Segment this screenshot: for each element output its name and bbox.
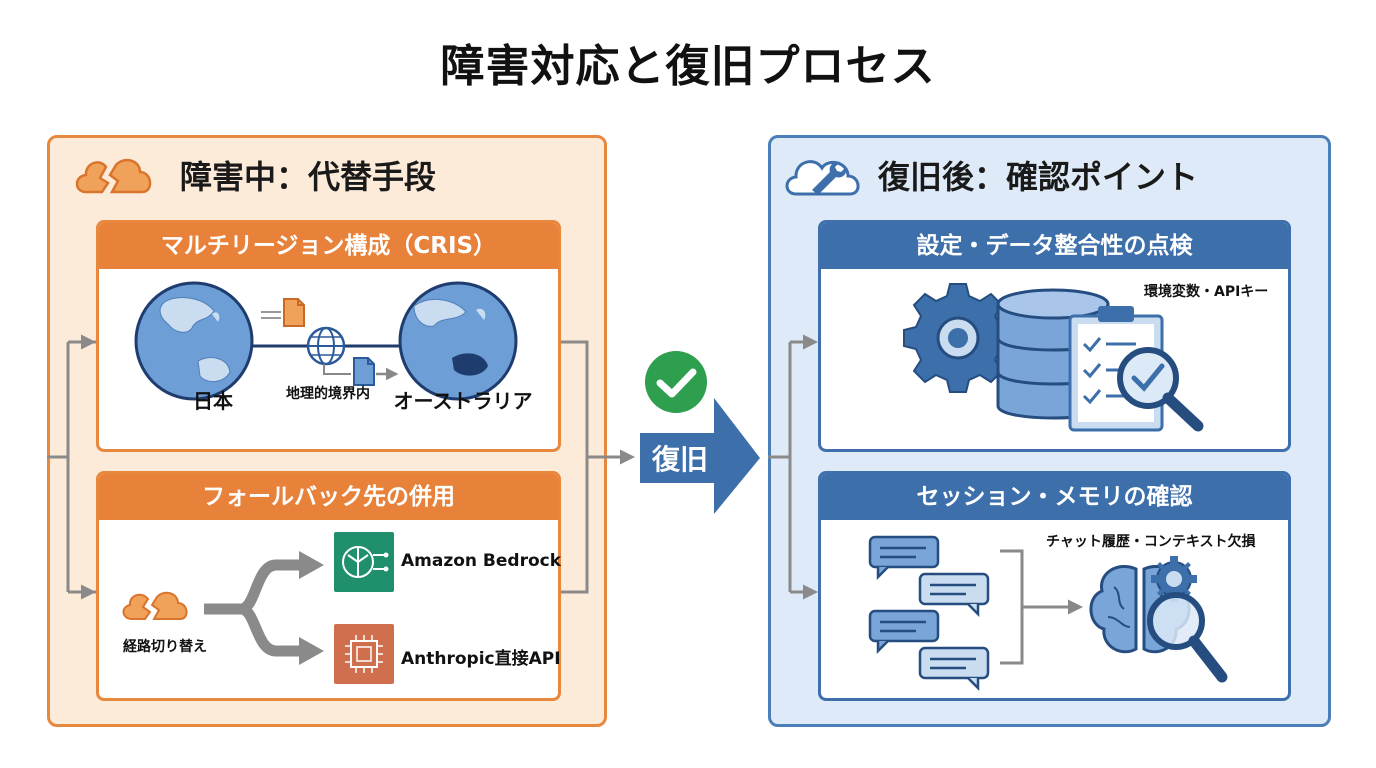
geo-boundary-label: 地理的境界内 (286, 386, 370, 402)
session-card-heading: セッション・メモリの確認 (821, 474, 1288, 520)
orange-document-icon (283, 298, 305, 327)
session-memory-card: セッション・メモリの確認 (818, 471, 1291, 701)
check-circle-icon (645, 351, 707, 413)
chat-bubble-icon (918, 572, 990, 618)
amazon-bedrock-label: Amazon Bedrock (401, 551, 562, 571)
gear-icon (903, 283, 1013, 393)
right-panel-heading: 復旧後：確認ポイント (878, 158, 1199, 196)
region-japan-label: 日本 (193, 389, 233, 413)
cris-card-heading: マルチリージョン構成（CRIS） (99, 223, 558, 269)
fallback-card-heading: フォールバック先の併用 (99, 474, 558, 520)
fallback-diagram (122, 532, 394, 684)
session-note: チャット履歴・コンテキスト欠損 (1046, 534, 1256, 550)
left-panel-heading: 障害中：代替手段 (180, 158, 437, 196)
recovery-arrow (640, 351, 760, 514)
page-title: 障害対応と復旧プロセス (440, 41, 936, 92)
chat-bubble-icon (868, 609, 940, 655)
region-australia-label: オーストラリア (393, 389, 533, 413)
recovery-label: 復旧 (651, 443, 708, 476)
gear-small-icon (1151, 556, 1197, 602)
globe-japan-icon (134, 281, 254, 401)
anthropic-direct-api-label: Anthropic直接API (401, 649, 561, 669)
amazon-bedrock-icon (334, 532, 394, 592)
left-to-center-line (561, 340, 632, 594)
left-bracket-line (47, 340, 96, 594)
broken-cloud-small-icon (122, 591, 188, 620)
config-illustration (903, 283, 1204, 432)
blue-document-icon (353, 357, 375, 386)
session-illustration (868, 535, 1228, 692)
cris-diagram (134, 281, 518, 401)
anthropic-chip-icon (334, 624, 394, 684)
fallback-card: フォールバック先の併用 (96, 471, 561, 701)
config-note: 環境変数・APIキー (1144, 284, 1269, 300)
network-globe-icon (306, 326, 346, 366)
right-bracket-line (768, 342, 792, 592)
globe-australia-icon (398, 281, 518, 401)
cloud-wrench-icon (785, 160, 860, 196)
broken-cloud-icon (75, 158, 152, 194)
magnifier-check-icon (1117, 347, 1204, 432)
magnifier-icon (1147, 592, 1228, 683)
chat-bubble-icon (918, 646, 990, 692)
route-switch-label: 経路切り替え (123, 639, 207, 655)
chat-bubble-icon (868, 535, 940, 581)
config-card-heading: 設定・データ整合性の点検 (821, 223, 1288, 269)
